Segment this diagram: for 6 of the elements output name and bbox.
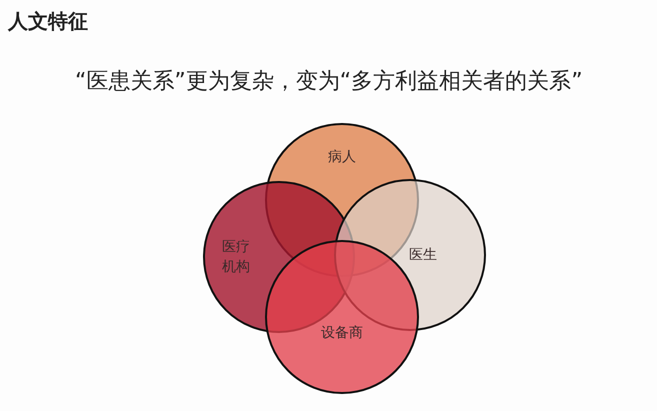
circle-label: 医疗机构 (221, 238, 251, 277)
circle-label: 病人 (327, 148, 357, 167)
circle-label: 设备商 (320, 324, 364, 343)
subtitle: “医患关系”更为复杂，变为“多方利益相关者的关系” (75, 68, 583, 96)
title: 人文特征 (8, 8, 88, 35)
circle-label: 医生 (408, 246, 438, 265)
